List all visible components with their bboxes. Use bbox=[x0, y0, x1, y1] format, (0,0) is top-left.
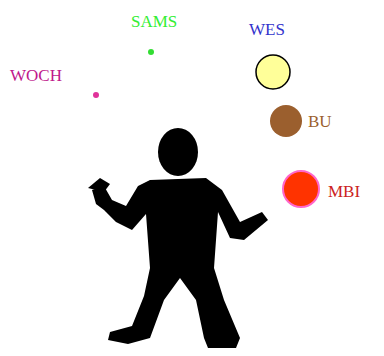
woch-label: WOCH bbox=[10, 66, 62, 86]
mbi-label: MBI bbox=[328, 182, 360, 202]
wes-ball bbox=[256, 55, 290, 89]
sams-label: SAMS bbox=[131, 12, 177, 32]
woch-ball bbox=[93, 92, 99, 98]
juggler-silhouette bbox=[88, 128, 268, 348]
mbi-ball bbox=[283, 171, 319, 207]
bu-ball bbox=[270, 105, 302, 137]
wes-label: WES bbox=[249, 20, 285, 40]
bu-label: BU bbox=[308, 112, 332, 132]
sams-ball bbox=[148, 49, 154, 55]
